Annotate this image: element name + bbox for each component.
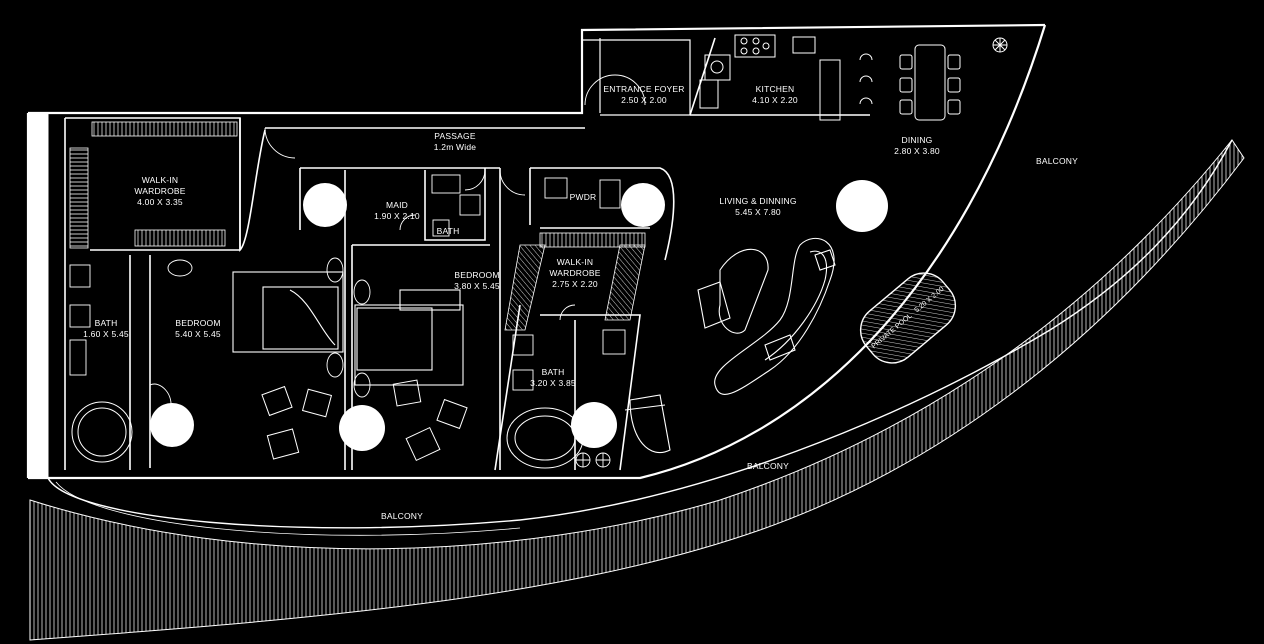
room-label-entrance-foyer: ENTRANCE FOYER 2.50 X 2.00 xyxy=(603,84,684,106)
plant-icon xyxy=(992,37,1008,53)
dining-table xyxy=(899,44,961,121)
kitchen-fixtures xyxy=(699,34,873,121)
room-name-line2: WARDROBE xyxy=(134,186,186,196)
wardrobe-top-hatch xyxy=(91,121,238,137)
room-label-bath-1: BATH 1.60 X 5.45 xyxy=(83,318,129,340)
room-label-walkin-wardrobe-2: WALK-IN WARDROBE 2.75 X 2.20 xyxy=(549,257,600,290)
room-dims: 3.80 X 5.45 xyxy=(454,281,500,291)
room-name: LIVING & DINNING xyxy=(719,196,797,206)
balcony-label-south-east: BALCONY xyxy=(747,461,789,472)
room-name-line1: WALK-IN xyxy=(556,257,594,267)
room-dims: 1.60 X 5.45 xyxy=(83,329,129,339)
balcony-railing-hatch xyxy=(29,139,1245,641)
left-wall-block xyxy=(28,113,48,478)
room-label-maid: MAID 1.90 X 2.10 xyxy=(374,200,420,222)
room-label-dining: DINING 2.80 X 3.80 xyxy=(894,135,940,157)
room-dims: 5.40 X 5.45 xyxy=(175,329,221,339)
plant-icons xyxy=(575,452,611,468)
interior-walls xyxy=(64,37,870,471)
balcony-edge xyxy=(47,139,1233,529)
wardrobe2-diag-hatch xyxy=(604,244,646,321)
room-name: ENTRANCE FOYER xyxy=(603,84,685,94)
room-label-kitchen: KITCHEN 4.10 X 2.20 xyxy=(752,84,798,106)
balcony-name: BALCONY xyxy=(380,511,424,521)
wardrobe-mid-hatch xyxy=(134,229,226,247)
wardrobe-left-hatch xyxy=(69,147,89,249)
wardrobe2-top-hatch xyxy=(539,232,646,248)
room-name: BEDROOM xyxy=(175,318,221,328)
room-name: PASSAGE xyxy=(434,131,476,141)
room-name: BATH xyxy=(436,226,460,236)
room-label-maid-bath: BATH xyxy=(437,226,460,237)
structural-columns xyxy=(150,180,888,451)
beds xyxy=(232,271,464,386)
living-furniture xyxy=(624,237,836,454)
room-dims: 4.00 X 3.35 xyxy=(137,197,183,207)
room-label-bedroom-2: BEDROOM 3.80 X 5.45 xyxy=(454,270,500,292)
room-dims: 2.75 X 2.20 xyxy=(552,279,598,289)
room-dims: 5.45 X 7.80 xyxy=(735,207,781,217)
room-label-passage: PASSAGE 1.2m Wide xyxy=(434,131,476,153)
private-pool xyxy=(859,272,957,364)
wardrobe2-left-hatch xyxy=(504,244,546,331)
room-name: BATH xyxy=(541,367,565,377)
room-label-bath-2: BATH 3.20 X 3.85 xyxy=(530,367,576,389)
balcony-name: BALCONY xyxy=(746,461,790,471)
room-name: KITCHEN xyxy=(755,84,795,94)
room-dims: 1.90 X 2.10 xyxy=(374,211,420,221)
room-dims: 2.80 X 3.80 xyxy=(894,146,940,156)
balcony-name: BALCONY xyxy=(1035,156,1079,166)
room-label-bedroom-1: BEDROOM 5.40 X 5.45 xyxy=(175,318,221,340)
room-name: DINING xyxy=(901,135,933,145)
chairs xyxy=(261,379,468,462)
bathtubs xyxy=(71,401,584,469)
room-label-living-dining: LIVING & DINNING 5.45 X 7.80 xyxy=(719,196,796,218)
room-name: BATH xyxy=(94,318,118,328)
room-name: MAID xyxy=(385,200,409,210)
balcony-label-south: BALCONY xyxy=(381,511,423,522)
room-dims: 4.10 X 2.20 xyxy=(752,95,798,105)
room-dims: 1.2m Wide xyxy=(433,142,477,152)
room-name: BEDROOM xyxy=(454,270,500,280)
room-dims: 3.20 X 3.85 xyxy=(530,378,576,388)
room-label-pwdr: PWDR xyxy=(570,192,597,203)
sanitary-fixtures xyxy=(69,174,626,411)
balcony-label-east: BALCONY xyxy=(1036,156,1078,167)
room-dims: 2.50 X 2.00 xyxy=(621,95,667,105)
room-label-walkin-wardrobe-1: WALK-IN WARDROBE 4.00 X 3.35 xyxy=(134,175,185,208)
room-name-line1: WALK-IN xyxy=(141,175,179,185)
room-name-line2: WARDROBE xyxy=(549,268,601,278)
room-name: PWDR xyxy=(569,192,597,202)
door-swings xyxy=(264,74,646,321)
